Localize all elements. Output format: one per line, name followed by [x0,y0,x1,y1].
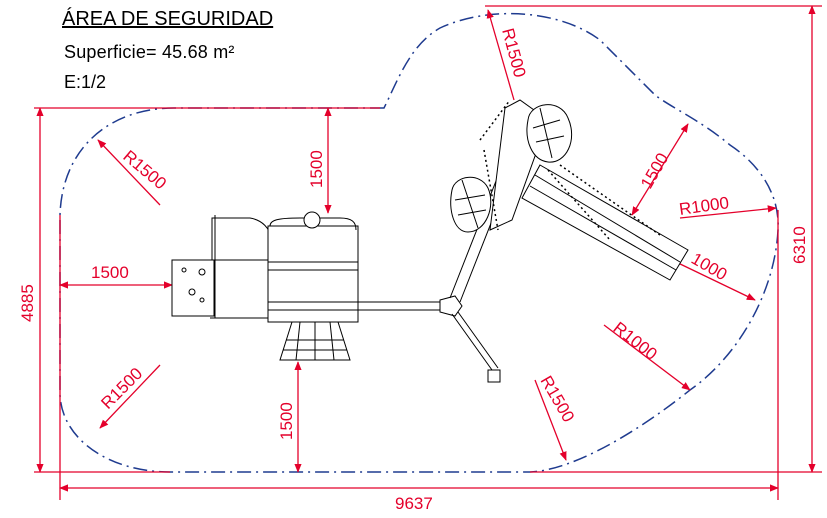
leaf-decoration-left [450,176,492,233]
radius-leader-bottom-left [99,364,161,429]
leaf-decoration-top [526,104,573,163]
central-platform [267,225,359,323]
radius-leader-top-left [97,139,161,206]
drawing-scale: E:1/2 [64,72,107,92]
surface-value: 45.68 [161,42,209,62]
dim-top-clearance-text: 1500 [307,150,326,188]
junction-node [439,295,463,317]
dim-slide-end-line [675,261,756,301]
surface-unit: m² [213,42,235,62]
radius-leader-right-bottom [603,324,691,391]
slide [521,164,689,281]
arm-end-cap [487,369,501,383]
dim-bottom-clearance-text: 1500 [277,402,296,440]
dim-slide-side-line [631,123,689,216]
radius-leader-bottom-mid [534,379,567,461]
dim-left-clearance-text: 1500 [91,263,129,282]
drawing-title: ÁREA DE SEGURIDAD [62,8,274,30]
dim-width-text: 9637 [395,494,433,513]
radius-leader-right-top [679,205,777,219]
play-structure [171,99,689,383]
dim-total-height-text: 6310 [790,226,809,264]
radius-leader-top-notch [486,9,515,101]
dim-slide-end-text: 1000 [688,249,730,284]
safety-area-boundary [59,12,779,473]
dim-left-height-text: 4885 [18,284,37,322]
tower-roof [211,217,273,261]
radius-right-top-text: R1000 [678,193,730,219]
radius-right-bottom-text: R1000 [610,318,661,364]
wheel-element [303,211,321,229]
surface-area-note: Superficie= 45.68 m² [64,42,235,63]
radius-top-notch-text: R1500 [498,26,529,79]
side-panel [171,259,215,317]
dim-slide-side-text: 1500 [637,150,672,192]
surface-label: Superficie= [64,42,157,62]
